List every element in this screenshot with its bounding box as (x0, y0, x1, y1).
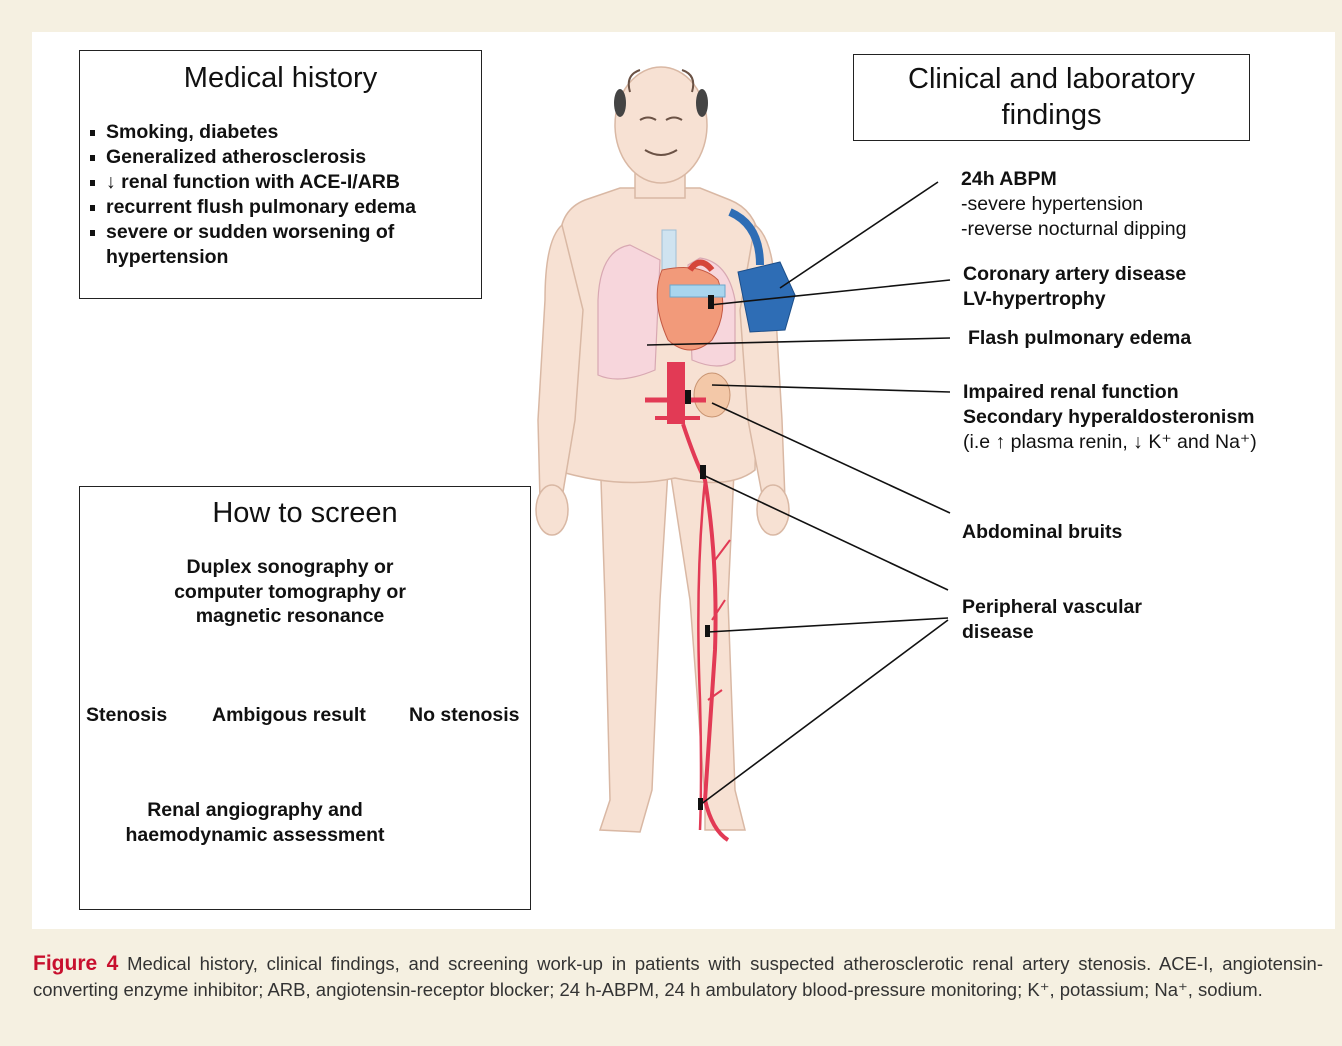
screen-methods-line2: computer tomography or (130, 580, 450, 605)
renal-line1: Impaired renal function (963, 380, 1179, 405)
history-item: recurrent flush pulmonary edema (90, 195, 416, 220)
abdominal-bruits: Abdominal bruits (962, 520, 1122, 545)
pvd-line2: disease (962, 620, 1034, 645)
cad-line1: Coronary artery disease (963, 262, 1186, 287)
cad-line2: LV-hypertrophy (963, 287, 1106, 312)
medical-history-box: Medical history Smoking, diabetes Genera… (79, 50, 482, 299)
history-item: severe or sudden worsening of (90, 220, 416, 245)
clinical-findings-box: Clinical and laboratory findings (853, 54, 1250, 141)
history-item: ↓ renal function with ACE-I/ARB (90, 170, 416, 195)
screen-methods-line1: Duplex sonography or (130, 555, 450, 580)
kidney (694, 373, 730, 417)
medical-history-list: Smoking, diabetes Generalized atheroscle… (90, 120, 416, 270)
figure-label: Figure 4 (33, 952, 118, 975)
pvd-line1: Peripheral vascular (962, 595, 1142, 620)
result-ambiguous: Ambigous result (212, 703, 366, 728)
angio-line2: haemodynamic assessment (90, 823, 420, 848)
figure-caption: Figure 4 Medical history, clinical findi… (33, 951, 1323, 1003)
abpm-line1: -severe hypertension (961, 192, 1143, 217)
angio-line1: Renal angiography and (90, 798, 420, 823)
clinical-findings-title-line2: findings (854, 99, 1249, 132)
human-figure (536, 67, 789, 832)
result-stenosis: Stenosis (86, 703, 167, 728)
renal-line2: Secondary hyperaldosteronism (963, 405, 1255, 430)
abpm-title: 24h ABPM (961, 167, 1057, 192)
history-item: Smoking, diabetes (90, 120, 416, 145)
how-to-screen-title: How to screen (80, 497, 530, 530)
medical-history-title: Medical history (80, 62, 481, 95)
renal-line3: (i.e ↑ plasma renin, ↓ K⁺ and Na⁺) (963, 430, 1257, 455)
result-no-stenosis: No stenosis (409, 703, 520, 728)
abpm-line2: -reverse nocturnal dipping (961, 217, 1186, 242)
history-item-continuation: hypertension (90, 245, 416, 270)
caption-text: Medical history, clinical findings, and … (33, 953, 1323, 1000)
screen-methods-line3: magnetic resonance (130, 604, 450, 629)
clinical-findings-title-line1: Clinical and laboratory (854, 63, 1249, 96)
history-item: Generalized atherosclerosis (90, 145, 416, 170)
flash-edema: Flash pulmonary edema (968, 326, 1191, 351)
